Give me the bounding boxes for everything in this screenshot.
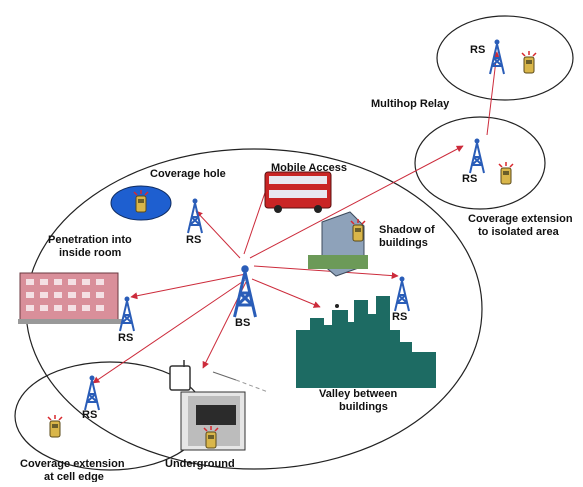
penetration-label-line2: inside room bbox=[59, 247, 122, 259]
phone-icon bbox=[498, 161, 514, 185]
mobile-access-label: Mobile Access bbox=[271, 162, 348, 174]
train-icon bbox=[169, 360, 246, 451]
rs-label-isolated: RS bbox=[462, 173, 478, 185]
rs-label-penetration: RS bbox=[118, 332, 134, 344]
bus-icon bbox=[264, 171, 332, 213]
rs-label-shadow: RS bbox=[392, 311, 408, 323]
multihop-boundary bbox=[436, 15, 574, 101]
penetration-label-line1: Penetration into bbox=[48, 234, 132, 246]
coverage-isolated-label-line2: to isolated area bbox=[478, 226, 559, 238]
shadow-label-line2: buildings bbox=[379, 237, 428, 249]
tower-icon bbox=[394, 275, 410, 312]
rs-label-multihop: RS bbox=[470, 44, 486, 56]
rs-label-edge: RS bbox=[82, 409, 98, 421]
valley-label-line2: buildings bbox=[339, 401, 388, 413]
apartment-building bbox=[18, 272, 122, 324]
tower-icon bbox=[489, 38, 505, 75]
phone-icon bbox=[521, 50, 537, 74]
phone-icon bbox=[133, 189, 149, 213]
isolated-area-boundary bbox=[414, 116, 546, 210]
coverage-isolated-label-line1: Coverage extension bbox=[468, 213, 573, 225]
coverage-hole-label: Coverage hole bbox=[150, 168, 226, 180]
skyline-icon bbox=[296, 296, 436, 388]
phone-icon bbox=[47, 414, 63, 438]
valley-label-line1: Valley between bbox=[319, 388, 398, 400]
tower-icon bbox=[119, 295, 135, 332]
rs-label-coverage-hole: RS bbox=[186, 234, 202, 246]
tower-icon bbox=[233, 263, 257, 319]
underground-label: Underground bbox=[165, 458, 235, 470]
bs-label: BS bbox=[235, 317, 251, 329]
multihop-relay-label: Multihop Relay bbox=[371, 98, 450, 110]
tower-icon bbox=[469, 137, 485, 174]
building-icon bbox=[308, 211, 368, 277]
shadow-label-line1: Shadow of bbox=[379, 224, 435, 236]
coverage-edge-label-line2: at cell edge bbox=[44, 471, 104, 482]
coverage-edge-label-line1: Coverage extension bbox=[20, 458, 125, 470]
